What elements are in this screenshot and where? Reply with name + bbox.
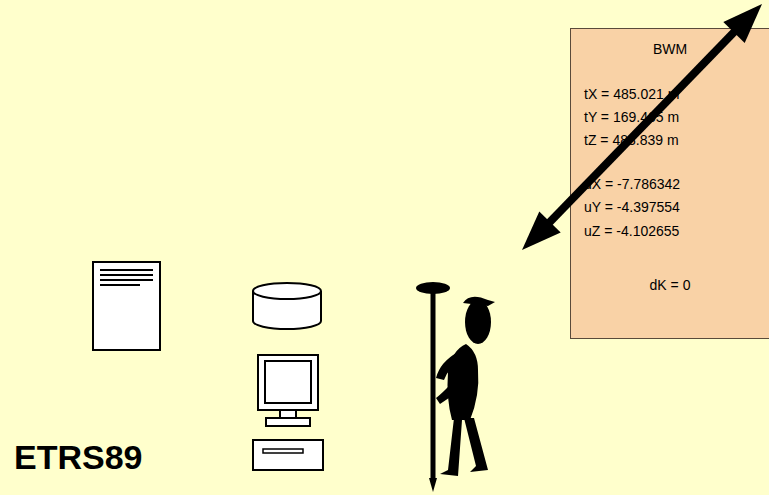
parameter-text: uX = -7.786342 xyxy=(584,176,680,192)
computer-symbol xyxy=(253,355,323,470)
database-symbol xyxy=(253,283,321,329)
parameter-text: uZ = -4.102655 xyxy=(584,223,679,239)
server-symbol xyxy=(93,262,160,350)
surveyor-figure xyxy=(416,282,495,492)
box-heading: BWM xyxy=(571,41,769,57)
parameter-box: BWM tX = 485.021 m tY = 169.465 m tZ = 483.… xyxy=(570,28,769,339)
parameter-text: tX = 485.021 m xyxy=(584,86,679,102)
parameter-text: tY = 169.465 m xyxy=(584,109,679,125)
parameter-text: dK = 0 xyxy=(571,277,769,293)
parameter-text: tZ = 483.839 m xyxy=(584,132,679,148)
reference-frame-label: ETRS89 xyxy=(14,438,143,476)
parameter-text: uY = -4.397554 xyxy=(584,199,680,215)
